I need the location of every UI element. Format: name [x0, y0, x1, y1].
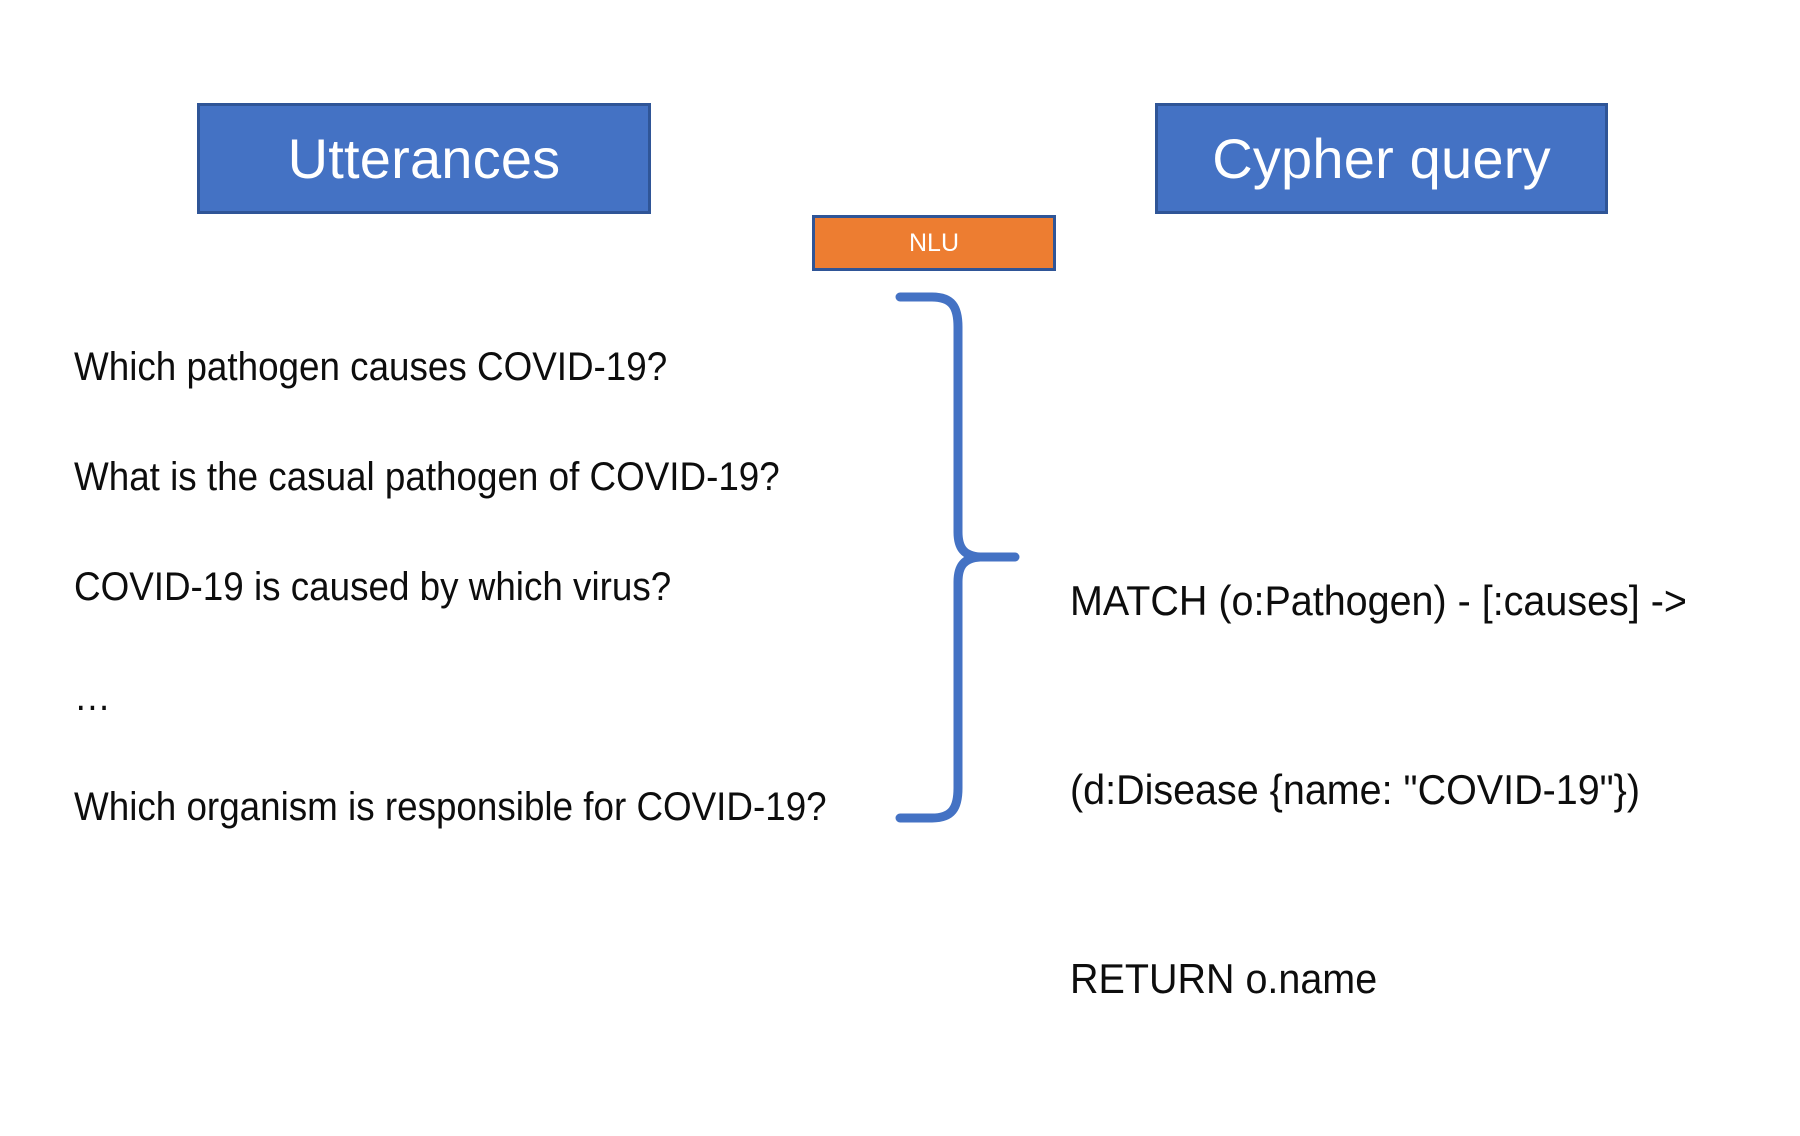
nlu-label: NLU	[908, 228, 959, 257]
cypher-query-text: MATCH (o:Pathogen) - [:causes] -> (d:Dis…	[1070, 443, 1747, 1136]
cypher-query-line: (d:Disease {name: "COVID-19"})	[1070, 766, 1641, 813]
cypher-query-header-box: Cypher query	[1155, 103, 1608, 214]
utterance-ellipsis: …	[74, 675, 111, 719]
utterance-item: Which organism is responsible for COVID-…	[74, 785, 827, 829]
utterances-header-box: Utterances	[197, 103, 651, 214]
utterance-item: Which pathogen causes COVID-19?	[74, 345, 668, 389]
nlu-box: NLU	[812, 215, 1056, 271]
utterance-list: Which pathogen causes COVID-19? What is …	[74, 312, 954, 862]
utterance-item: What is the casual pathogen of COVID-19?	[74, 455, 780, 499]
utterance-item: COVID-19 is caused by which virus?	[74, 565, 672, 609]
cypher-query-header-label: Cypher query	[1212, 127, 1551, 190]
cypher-query-line: MATCH (o:Pathogen) - [:causes] ->	[1070, 577, 1687, 624]
diagram-canvas: Utterances Cypher query NLU Which pathog…	[74, 103, 1687, 1002]
cypher-query-line: RETURN o.name	[1070, 955, 1378, 1002]
utterances-header-label: Utterances	[287, 127, 561, 190]
